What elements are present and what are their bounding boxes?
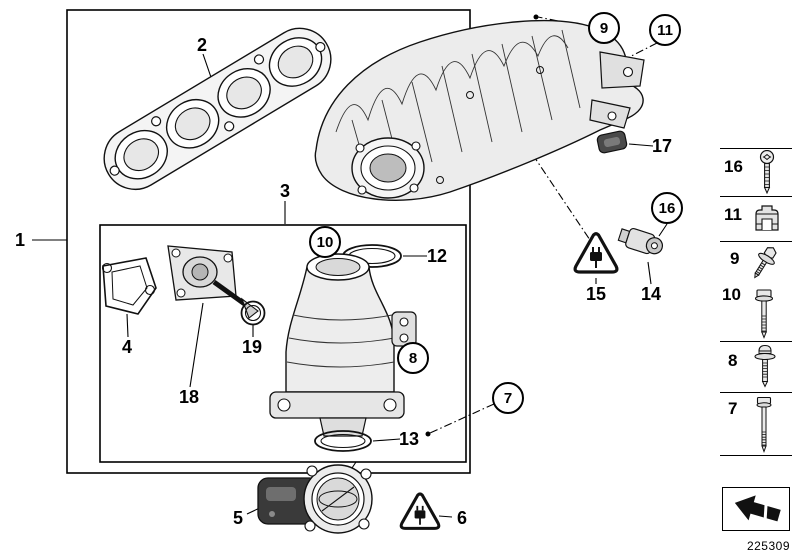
cap-part-drawing <box>596 130 628 154</box>
sensor-part-drawing <box>617 227 664 255</box>
panel-divider <box>720 341 792 342</box>
group-box-3 <box>99 224 467 463</box>
warning-triangle-6-icon <box>399 492 441 530</box>
diagram-number: 225309 <box>746 539 790 553</box>
panel-divider <box>720 392 792 393</box>
hex-flange-bolt-icon <box>752 288 776 345</box>
panel-item-16[interactable]: 16 <box>724 157 743 176</box>
flange-screw-icon <box>750 244 784 289</box>
callout-6[interactable]: 6 <box>456 508 468 528</box>
seal-gasket-4-drawing <box>101 257 157 315</box>
callout-18[interactable]: 18 <box>178 387 200 407</box>
callout-1[interactable]: 1 <box>14 230 26 250</box>
panel-divider <box>720 196 792 197</box>
torx-screw-icon <box>756 149 778 199</box>
panel-item-7[interactable]: 7 <box>728 399 738 418</box>
callout-12[interactable]: 12 <box>426 246 448 266</box>
callout-balloon-9[interactable]: 9 <box>588 12 620 44</box>
direction-arrow-box <box>722 487 790 531</box>
callout-balloon-16[interactable]: 16 <box>651 192 683 224</box>
profile-clamp-icon <box>752 202 782 239</box>
oring-13-drawing <box>314 430 372 452</box>
panel-item-9[interactable]: 9 <box>730 249 740 268</box>
panel-item-8[interactable]: 8 <box>728 351 738 370</box>
callout-2[interactable]: 2 <box>196 35 208 55</box>
panel-divider <box>720 241 792 242</box>
callout-balloon-11[interactable]: 11 <box>649 14 681 46</box>
callout-balloon-8[interactable]: 8 <box>397 342 429 374</box>
callout-balloon-7[interactable]: 7 <box>492 382 524 414</box>
callout-13[interactable]: 13 <box>398 429 420 449</box>
long-hex-bolt-icon <box>754 396 774 459</box>
panel-divider <box>720 455 792 456</box>
throttle-body-5-drawing <box>257 464 373 534</box>
callout-19[interactable]: 19 <box>241 337 263 357</box>
panel-item-11[interactable]: 11 <box>724 205 742 224</box>
callout-3[interactable]: 3 <box>279 181 291 201</box>
callout-5[interactable]: 5 <box>232 508 244 528</box>
group-box-1 <box>66 9 471 474</box>
direction-arrow-icon <box>734 495 781 522</box>
washer-head-screw-icon <box>752 344 778 395</box>
warning-triangle-15-icon <box>573 232 619 274</box>
oring-19-drawing <box>240 300 266 326</box>
callout-balloon-10[interactable]: 10 <box>309 226 341 258</box>
actuator-18-drawing <box>167 245 259 319</box>
panel-item-10[interactable]: 10 <box>722 285 741 304</box>
callout-14[interactable]: 14 <box>640 284 662 304</box>
manifold-gasket-drawing <box>103 27 332 191</box>
panel-divider <box>720 148 792 149</box>
intake-manifold-drawing <box>314 19 645 201</box>
callout-17[interactable]: 17 <box>651 136 673 156</box>
callout-15[interactable]: 15 <box>585 284 607 304</box>
callout-4[interactable]: 4 <box>121 337 133 357</box>
elbow-pipe-drawing <box>269 253 417 437</box>
